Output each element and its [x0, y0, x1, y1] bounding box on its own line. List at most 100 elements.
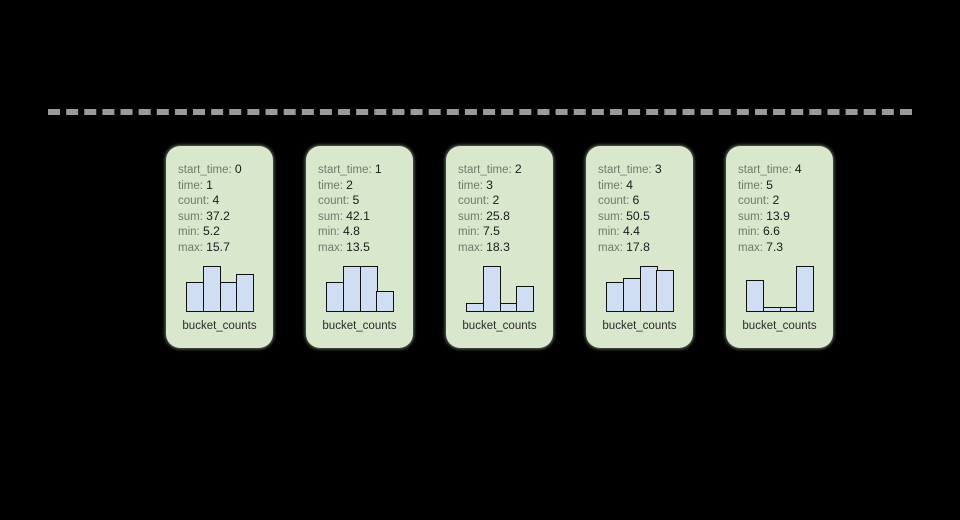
field-key-count: count: [458, 195, 490, 208]
histogram-bar [606, 282, 625, 312]
histogram-bar [219, 282, 238, 312]
field-max: max: 17.8 [598, 240, 693, 256]
field-sum: sum: 13.9 [738, 209, 833, 225]
bar-group [466, 264, 535, 312]
histogram-bar [482, 266, 501, 312]
data-point-card[interactable]: start_time: 4 time: 5 count: 2 sum: 13.9… [726, 146, 833, 348]
bucket-counts-chart [446, 256, 553, 314]
field-value-time: 5 [766, 177, 773, 192]
field-value-sum: 25.8 [486, 208, 510, 223]
chart-caption: bucket_counts [462, 320, 537, 332]
field-sum: sum: 37.2 [178, 209, 273, 225]
bucket-counts-chart [726, 256, 833, 314]
field-key-time: time: [318, 179, 343, 192]
bar-group [326, 264, 395, 312]
field-value-min: 6.6 [762, 224, 780, 239]
data-point-card[interactable]: start_time: 2 time: 3 count: 2 sum: 25.8… [446, 146, 553, 348]
field-key-count: count: [318, 195, 350, 208]
field-value-start-time: 0 [234, 162, 242, 176]
field-key-time: time: [458, 179, 483, 192]
card-fields: start_time: 0 time: 1 count: 4 sum: 37.2… [166, 162, 273, 256]
field-time: time: 2 [318, 178, 413, 194]
field-min: min: 6.6 [738, 224, 833, 240]
field-value-start-time: 2 [514, 162, 522, 176]
field-key-sum: sum: [318, 210, 343, 223]
field-value-max: 7.3 [766, 239, 784, 254]
field-key-sum: sum: [178, 210, 203, 223]
field-value-min: 5.2 [202, 224, 220, 239]
bar-group [746, 264, 815, 312]
card-fields: start_time: 1 time: 2 count: 5 sum: 42.1… [306, 162, 413, 256]
chart-caption: bucket_counts [182, 320, 257, 332]
field-value-max: 13.5 [346, 239, 370, 254]
histogram-bar [466, 303, 485, 312]
field-key-min: min: [738, 226, 760, 239]
field-key-count: count: [598, 195, 630, 208]
field-key-time: time: [178, 179, 203, 192]
field-count: count: 6 [598, 193, 693, 209]
field-time: time: 3 [458, 178, 553, 194]
field-key-max: max: [738, 241, 763, 254]
field-key-max: max: [458, 241, 483, 254]
bucket-counts-chart [586, 256, 693, 314]
field-value-time: 3 [486, 177, 493, 192]
field-key-max: max: [598, 241, 623, 254]
field-value-time: 2 [346, 177, 353, 192]
field-max: max: 13.5 [318, 240, 413, 256]
field-time: time: 4 [598, 178, 693, 194]
field-min: min: 7.5 [458, 224, 553, 240]
field-value-sum: 50.5 [626, 208, 650, 223]
histogram-bar [326, 282, 345, 312]
field-value-max: 15.7 [206, 239, 230, 254]
timeline-dashed-connector [48, 109, 912, 115]
field-value-start-time: 1 [374, 162, 382, 176]
histogram-bar [499, 303, 518, 312]
data-point-card-row: start_time: 0 time: 1 count: 4 sum: 37.2… [166, 146, 833, 348]
card-fields: start_time: 3 time: 4 count: 6 sum: 50.5… [586, 162, 693, 256]
data-point-card[interactable]: start_time: 3 time: 4 count: 6 sum: 50.5… [586, 146, 693, 348]
card-fields: start_time: 2 time: 3 count: 2 sum: 25.8… [446, 162, 553, 256]
chart-caption: bucket_counts [742, 320, 817, 332]
bar-group [186, 264, 255, 312]
field-key-sum: sum: [598, 210, 623, 223]
field-start-time: start_time: 0 [178, 162, 273, 178]
field-key-start-time: start_time: [318, 164, 372, 176]
field-value-sum: 37.2 [206, 208, 230, 223]
field-value-start-time: 3 [654, 162, 662, 176]
field-value-time: 1 [206, 177, 213, 192]
field-value-max: 17.8 [626, 239, 650, 254]
histogram-bar [202, 266, 221, 312]
field-key-max: max: [178, 241, 203, 254]
field-count: count: 4 [178, 193, 273, 209]
field-value-min: 4.8 [342, 224, 360, 239]
field-sum: sum: 25.8 [458, 209, 553, 225]
histogram-bar [186, 282, 205, 312]
histogram-bar [359, 266, 378, 312]
field-value-count: 4 [212, 193, 220, 208]
field-min: min: 4.4 [598, 224, 693, 240]
histogram-bar [236, 274, 255, 312]
bucket-counts-chart [306, 256, 413, 314]
field-key-min: min: [318, 226, 340, 239]
field-key-start-time: start_time: [178, 164, 232, 176]
field-key-min: min: [458, 226, 480, 239]
field-value-count: 2 [492, 193, 500, 208]
histogram-bar [342, 266, 361, 312]
field-max: max: 18.3 [458, 240, 553, 256]
field-count: count: 2 [458, 193, 553, 209]
field-value-sum: 13.9 [766, 208, 790, 223]
field-max: max: 7.3 [738, 240, 833, 256]
histogram-bar [622, 278, 641, 312]
histogram-bar [516, 286, 535, 312]
field-start-time: start_time: 3 [598, 162, 693, 178]
histogram-bar [762, 307, 781, 312]
field-min: min: 4.8 [318, 224, 413, 240]
histogram-bar [796, 266, 815, 312]
data-point-card[interactable]: start_time: 1 time: 2 count: 5 sum: 42.1… [306, 146, 413, 348]
field-key-max: max: [318, 241, 343, 254]
field-value-max: 18.3 [486, 239, 510, 254]
chart-caption: bucket_counts [602, 320, 677, 332]
field-start-time: start_time: 1 [318, 162, 413, 178]
data-point-card[interactable]: start_time: 0 time: 1 count: 4 sum: 37.2… [166, 146, 273, 348]
